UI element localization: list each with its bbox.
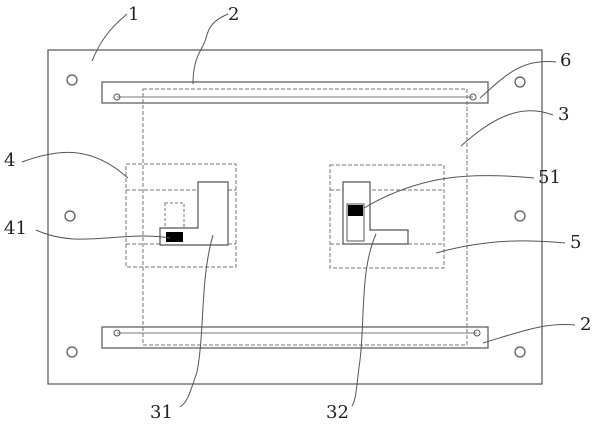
label-31: 31: [150, 402, 173, 423]
leader-line-3: [460, 110, 554, 147]
right-guide-column: [346, 203, 365, 242]
base-plate: [47, 49, 543, 385]
label-51: 51: [538, 167, 561, 188]
label-2-bottom: 2: [580, 314, 591, 335]
leader-line-41: [35, 229, 171, 240]
leader-line-2-top: [192, 13, 229, 85]
mounting-hole-bottom-right: [514, 346, 526, 358]
mounting-hole-mid-right: [514, 210, 526, 222]
rail-bottom: [101, 326, 489, 349]
left-guide-column: [164, 202, 185, 244]
leader-line-1: [91, 13, 128, 62]
label-41: 41: [4, 218, 27, 239]
label-5: 5: [570, 232, 581, 253]
left-marker: [166, 232, 183, 242]
leader-line-2-bottom: [482, 323, 576, 344]
rail-bottom-screw-left: [113, 329, 121, 337]
label-1: 1: [128, 4, 139, 25]
right-bracket: [342, 181, 409, 245]
label-4: 4: [4, 150, 15, 171]
label-6: 6: [560, 50, 571, 71]
leader-line-31: [179, 234, 214, 408]
leader-line-4: [21, 151, 129, 179]
rail-top: [101, 81, 489, 104]
leader-line-6: [479, 60, 557, 99]
leader-line-5: [435, 240, 566, 254]
label-3: 3: [558, 104, 569, 125]
label-32: 32: [326, 402, 349, 423]
leader-line-32: [351, 233, 377, 407]
mounting-hole-top-right: [514, 76, 526, 88]
left-bracket: [159, 181, 229, 246]
mounting-hole-mid-left: [64, 210, 76, 222]
mounting-hole-top-left: [66, 74, 78, 86]
rail-bottom-screw-right: [473, 329, 481, 337]
rail-top-screw-left: [113, 93, 121, 101]
mounting-hole-bottom-left: [66, 346, 78, 358]
rail-top-screw-right: [469, 93, 477, 101]
frame: [142, 88, 468, 346]
leader-line-51: [363, 175, 535, 209]
right-marker: [348, 205, 363, 216]
label-2-top: 2: [228, 4, 239, 25]
